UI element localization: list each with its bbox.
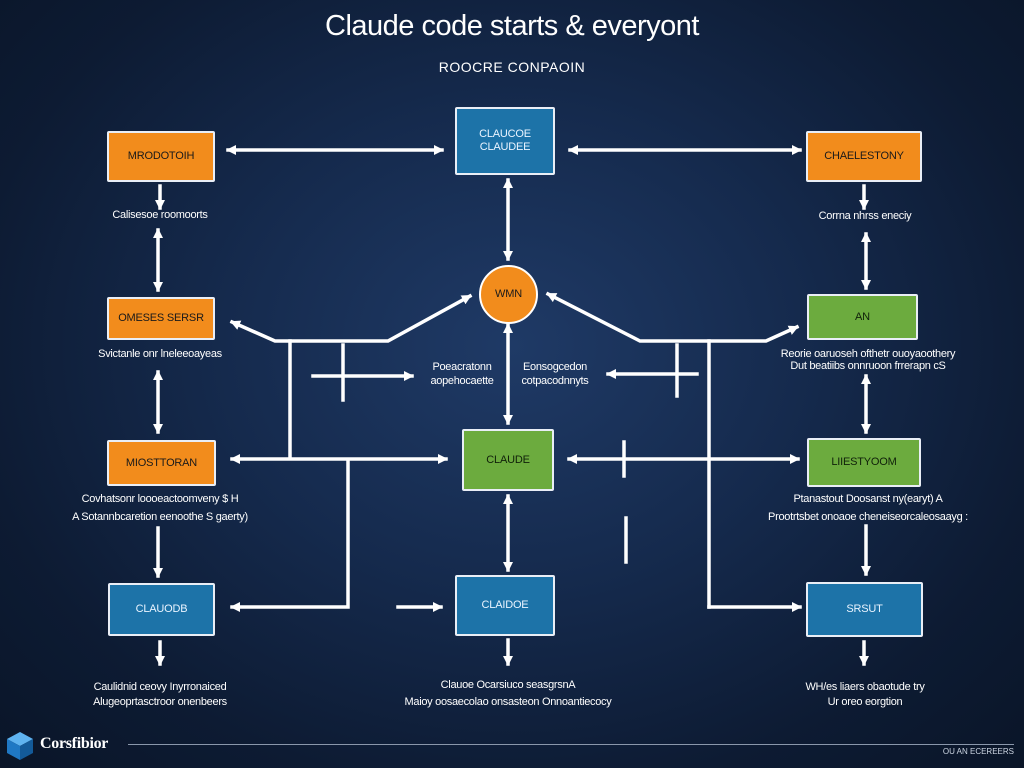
diagram-subtitle: ROOCRE CONPAOIN: [438, 59, 586, 75]
caption-right-3a: Ptanastout Doosanst ny(earyt) A: [793, 493, 943, 505]
node-center-green: CLAUDE: [462, 429, 554, 491]
caption-mid-right-b: cotpacodnnyts: [521, 375, 589, 387]
caption-right-1: Corrna nhrss eneciy: [818, 210, 912, 222]
caption-mid-left-b: aopehocaette: [430, 375, 494, 387]
caption-left-4b: Alugeoprtasctroor onenbeers: [93, 696, 227, 708]
caption-left-4a: Caulidnid ceovy Inyrronaiced: [93, 681, 227, 693]
caption-right-2b: Dut beatiibs onnruoon frrerapn cS: [790, 360, 946, 372]
node-left-2: OMESES SERSR: [107, 297, 215, 340]
caption-right-4a: WH/es liaers obaotude try: [805, 681, 925, 693]
caption-right-3b: Prootrtsbet onoaoe cheneiseorcaleosaayg …: [768, 511, 968, 523]
node-left-3: MIOSTTORAN: [107, 440, 216, 486]
caption-bottom-center-b: Maioy oosaecolao onsasteon Onnoantiecocy: [404, 696, 612, 708]
caption-left-3a: Covhatsonr loooeactoomveny $ H: [81, 493, 239, 505]
caption-mid-left-a: Poeacratonn: [432, 361, 492, 373]
cube-logo-icon: [7, 732, 33, 760]
node-right-4: SRSUT: [806, 582, 923, 637]
caption-left-2: Svictanle onr lneleeoayeas: [98, 348, 222, 360]
node-right-1: CHAELESTONY: [806, 131, 922, 182]
arrow-right2-hub: [545, 291, 800, 343]
diagram-title: Claude code starts & everyont: [325, 10, 699, 42]
arrow-left2-hub: [229, 293, 473, 343]
footer-logo-text: Corsfibior: [40, 735, 109, 752]
caption-right-4b: Ur oreo eorgtion: [827, 696, 903, 708]
caption-left-1: Calisesoe roomoorts: [112, 209, 208, 221]
node-top-center: CLAUCOE CLAUDEE: [455, 107, 555, 175]
footer-divider: [128, 744, 1014, 745]
node-right-3: LIIESTYOOM: [807, 438, 921, 487]
caption-right-2a: Reorie oaruoseh ofthetr ouoyaoothery: [780, 348, 956, 360]
node-bottom-center: CLAIDOE: [455, 575, 555, 636]
caption-left-3b: A Sotannbcaretion eenoothe S gaerty): [72, 511, 248, 523]
node-hub: WMN: [479, 265, 538, 324]
arrow-left4-link: [230, 460, 350, 612]
caption-bottom-center-a: Clauoe Ocarsiuco seasgrsnA: [440, 679, 576, 691]
node-right-2: AN: [807, 294, 918, 340]
footer-note: OU AN ECEREERS: [942, 747, 1014, 756]
caption-mid-right-a: Eonsogcedon: [523, 361, 587, 373]
node-top-center-label: CLAUCOE CLAUDEE: [479, 128, 531, 153]
node-left-4: CLAUODB: [108, 583, 215, 636]
node-left-1: MRODOTOIH: [107, 131, 215, 182]
